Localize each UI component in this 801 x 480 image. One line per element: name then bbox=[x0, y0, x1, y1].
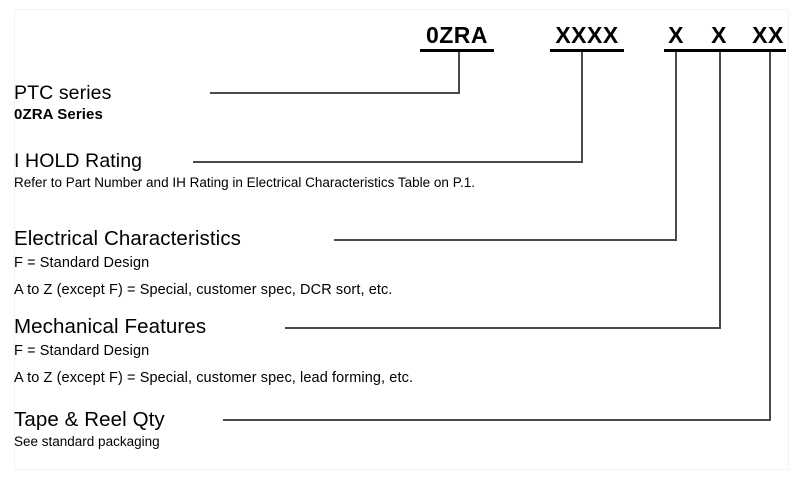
section-tape-reel-qty: Tape & Reel Qty See standard packaging bbox=[14, 408, 165, 451]
part-number-segment-suffix-underline bbox=[664, 49, 786, 52]
part-number-segment-ih-rating-text: XXXX bbox=[555, 22, 619, 48]
part-number-segment-ih-rating: XXXX bbox=[550, 22, 624, 52]
leader-vertical-series bbox=[458, 52, 460, 93]
leader-horizontal-electrical bbox=[334, 239, 677, 241]
section-electrical-characteristics-line-1: F = Standard Design bbox=[14, 255, 150, 271]
section-electrical-characteristics-heading: Electrical Characteristics bbox=[14, 227, 242, 250]
part-number-segment-suffix-group: X X XX bbox=[664, 22, 786, 52]
leader-vertical-mechanical bbox=[719, 52, 721, 328]
leader-horizontal-ih-rating bbox=[193, 161, 583, 163]
part-number-segment-ih-rating-underline bbox=[550, 49, 624, 52]
leader-vertical-electrical bbox=[675, 52, 677, 240]
leader-horizontal-mechanical bbox=[285, 327, 721, 329]
section-mechanical-features: Mechanical Features F = Standard Design … bbox=[14, 315, 413, 389]
section-tape-reel-qty-line-1: See standard packaging bbox=[14, 434, 160, 449]
section-mechanical-features-line-2: A to Z (except F) = Special, customer sp… bbox=[14, 370, 414, 386]
section-ptc-series: PTC series 0ZRA Series bbox=[14, 82, 111, 125]
section-mechanical-features-heading: Mechanical Features bbox=[14, 315, 207, 338]
part-number-segment-electrical-text: X bbox=[668, 22, 684, 48]
section-ih-rating: I HOLD Rating Refer to Part Number and I… bbox=[14, 150, 475, 192]
part-number-segment-series-underline bbox=[420, 49, 494, 52]
part-number-segment-tape-reel-text: XX bbox=[752, 22, 784, 48]
part-number-segment-series: 0ZRA bbox=[420, 22, 494, 52]
leader-horizontal-series bbox=[210, 92, 460, 94]
section-ih-rating-line-1: Refer to Part Number and IH Rating in El… bbox=[14, 175, 475, 190]
leader-horizontal-tape-reel bbox=[223, 419, 771, 421]
part-number-segment-series-text: 0ZRA bbox=[425, 22, 489, 48]
section-electrical-characteristics: Electrical Characteristics F = Standard … bbox=[14, 227, 393, 301]
leader-vertical-ih-rating bbox=[581, 52, 583, 162]
section-ih-rating-heading: I HOLD Rating bbox=[14, 150, 143, 172]
section-ptc-series-heading: PTC series bbox=[14, 82, 112, 104]
section-tape-reel-qty-heading: Tape & Reel Qty bbox=[14, 408, 165, 431]
section-electrical-characteristics-line-2: A to Z (except F) = Special, customer sp… bbox=[14, 282, 393, 298]
part-number-segment-mechanical-text: X bbox=[711, 22, 727, 48]
section-mechanical-features-line-1: F = Standard Design bbox=[14, 343, 150, 359]
section-ptc-series-line-1: 0ZRA Series bbox=[14, 106, 103, 123]
leader-vertical-tape-reel bbox=[769, 52, 771, 420]
